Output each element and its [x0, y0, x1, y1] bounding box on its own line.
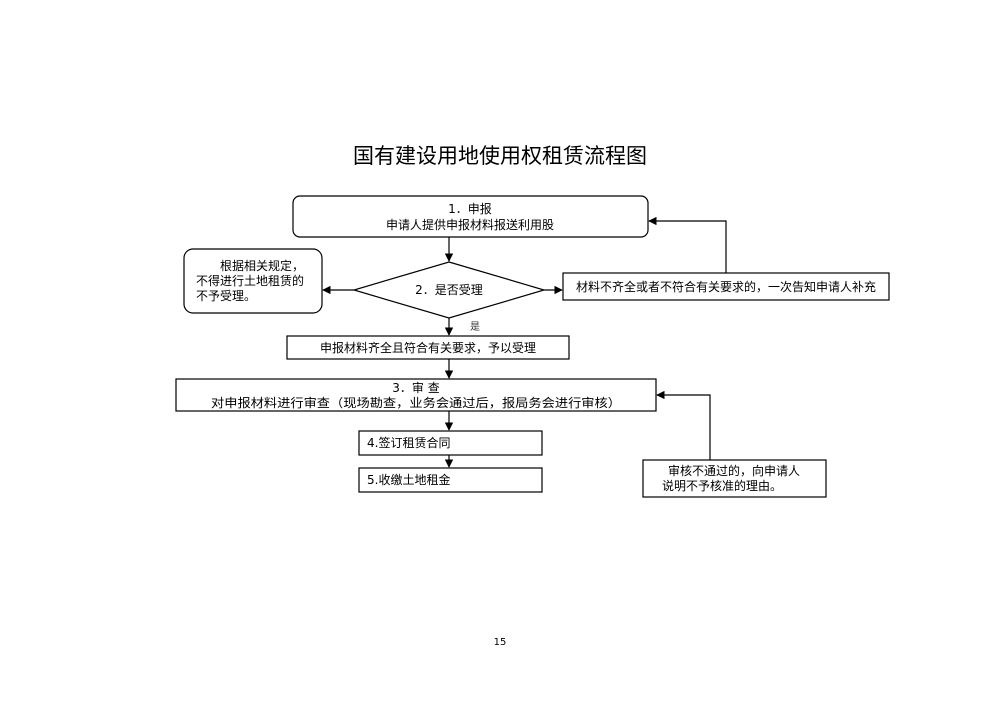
- node-accepted: 申报材料齐全且符合有关要求，予以受理: [286, 335, 570, 360]
- page-number: 15: [494, 637, 507, 648]
- diagram-title: 国有建设用地使用权租赁流程图: [353, 144, 647, 168]
- node-sign-contract-text: 4.签订租赁合同: [367, 435, 450, 450]
- node-accept-decision: 2．是否受理: [351, 261, 547, 319]
- node-collect-rent: 5.收缴土地租金: [358, 467, 543, 493]
- node-review-title: 3．审 查: [392, 380, 439, 395]
- flow-edges: [322, 216, 727, 468]
- node-review-fail-line2: 说明不予核准的理由。: [662, 478, 782, 493]
- edge-fail-to-review: [656, 390, 711, 460]
- node-supplement-note: 材料不齐全或者不符合有关要求的，一次告知申请人补充: [562, 272, 890, 301]
- node-reject-line3: 不予受理。: [196, 289, 256, 303]
- node-declare-title: 1．申报: [448, 201, 492, 216]
- node-reject-note: 根据相关规定， 不得进行土地租赁的 不予受理。: [183, 248, 323, 314]
- node-reject-line2: 不得进行土地租赁的: [196, 273, 304, 288]
- node-review-fail-note: 审核不通过的，向申请人 说明不予核准的理由。: [642, 459, 827, 498]
- node-accepted-text: 申报材料齐全且符合有关要求，予以受理: [320, 340, 536, 355]
- node-review: 3．审 查 对申报材料进行审查（现场勘查，业务会通过后，报局务会进行审核）: [175, 378, 657, 412]
- node-review-desc: 对申报材料进行审查（现场勘查，业务会通过后，报局务会进行审核）: [211, 395, 621, 410]
- node-collect-rent-text: 5.收缴土地租金: [367, 472, 450, 487]
- node-decision-label: 2．是否受理: [415, 283, 483, 297]
- edge-yes-label: 是: [470, 321, 480, 333]
- node-review-fail-line1: 审核不通过的，向申请人: [668, 463, 800, 478]
- edge-supplement-to-declare: [648, 216, 727, 273]
- node-declare-desc: 申请人提供申报材料报送利用股: [386, 217, 554, 232]
- node-supplement-text: 材料不齐全或者不符合有关要求的，一次告知申请人补充: [576, 279, 876, 294]
- node-declare: 1．申报 申请人提供申报材料报送利用股: [292, 195, 649, 238]
- node-sign-contract: 4.签订租赁合同: [358, 430, 543, 456]
- node-reject-line1: 根据相关规定，: [220, 258, 304, 273]
